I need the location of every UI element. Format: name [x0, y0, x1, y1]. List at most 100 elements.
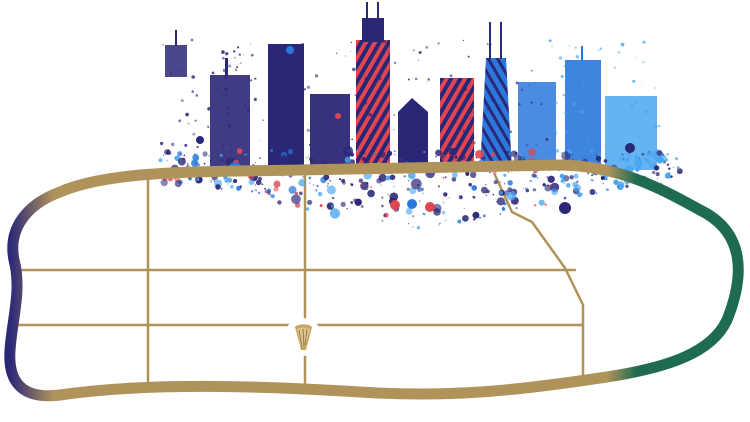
splatter-dot: [221, 50, 225, 54]
splatter-dot: [281, 154, 287, 160]
splatter-blob: [559, 202, 571, 214]
splatter-dot: [472, 196, 474, 198]
splatter-dot: [224, 179, 228, 183]
splatter-dot: [227, 183, 229, 185]
splatter-dot: [346, 207, 349, 210]
splatter-dot: [444, 219, 447, 222]
splatter-dot: [259, 157, 261, 159]
splatter-dot: [247, 108, 251, 112]
splatter-dot: [208, 155, 210, 157]
splatter-dot: [503, 173, 507, 177]
splatter-dot: [222, 93, 225, 95]
splatter-dot: [422, 192, 424, 195]
splatter-dot: [618, 104, 620, 106]
splatter-dot: [544, 203, 547, 206]
splatter-dot: [358, 178, 363, 183]
splatter-dot: [240, 143, 242, 146]
splatter-dot: [379, 152, 383, 156]
splatter-dot: [196, 177, 200, 181]
splatter-dot: [560, 152, 563, 155]
splatter-dot: [292, 93, 295, 95]
splatter-dot: [419, 154, 425, 159]
splatter-dot: [251, 190, 254, 193]
splatter-dot: [316, 185, 319, 187]
splatter-dot: [603, 159, 608, 163]
splatter-dot: [482, 214, 486, 218]
splatter-dot: [191, 159, 199, 167]
splatter-dot: [578, 110, 581, 113]
splatter-dot: [434, 155, 437, 158]
splatter-dot: [503, 154, 506, 157]
splatter-dot: [617, 51, 621, 54]
splatter-dot: [166, 159, 169, 162]
splatter-dot: [486, 108, 488, 111]
splatter-dot: [576, 180, 579, 183]
splatter-dot: [344, 156, 351, 164]
splatter-dot: [226, 177, 233, 183]
splatter-dot: [213, 180, 215, 182]
splatter-dot: [268, 191, 270, 193]
splatter-dot: [462, 129, 465, 133]
splatter-dot: [287, 149, 294, 155]
splatter-dot: [462, 39, 465, 42]
splatter-dot: [518, 103, 521, 106]
splatter-dot: [634, 158, 643, 168]
splatter-dot: [210, 98, 212, 100]
splatter-dot: [288, 185, 297, 194]
splatter-dot: [323, 161, 327, 164]
splatter-dot: [178, 119, 182, 123]
splatter-dot: [469, 111, 472, 114]
splatter-dot: [416, 226, 421, 230]
splatter-dot: [472, 141, 476, 145]
splatter-dot: [254, 184, 257, 186]
splatter-dot: [529, 151, 532, 154]
splatter-dot: [239, 185, 242, 188]
splatter-dot: [383, 214, 386, 217]
splatter-dot: [170, 142, 175, 147]
splatter-dot: [382, 40, 387, 44]
splatter-dot: [220, 187, 223, 190]
splatter-dot: [189, 177, 193, 181]
splatter-dot: [183, 154, 186, 157]
splatter-dot: [645, 135, 648, 138]
splatter-dot: [227, 124, 231, 128]
splatter-dot: [441, 210, 446, 215]
splatter-dot: [315, 140, 316, 142]
splatter-dot: [254, 161, 257, 164]
splatter-dot: [255, 189, 257, 192]
skyline-building: [518, 82, 556, 170]
splatter-dot: [454, 155, 458, 159]
splatter-dot: [275, 114, 277, 116]
splatter-dot: [286, 160, 289, 163]
splatter-dot: [163, 154, 165, 156]
splatter-dot: [277, 200, 282, 205]
splatter-dot: [225, 94, 228, 97]
splatter-dot: [303, 88, 306, 91]
splatter-dot: [573, 184, 581, 192]
splatter-dot: [418, 51, 422, 54]
splatter-dot: [361, 183, 363, 186]
splatter-dot: [467, 55, 470, 58]
splatter-dot: [276, 55, 278, 56]
splatter-dot: [269, 109, 273, 112]
splatter-dot: [619, 98, 621, 100]
splatter-dot: [342, 158, 345, 161]
splatter-dot: [545, 138, 549, 141]
skyline-building: [565, 60, 601, 170]
splatter-dot: [492, 171, 497, 175]
splatter-dot: [327, 183, 329, 185]
splatter-dot: [364, 45, 366, 47]
splatter-dot: [342, 181, 346, 185]
splatter-dot: [215, 184, 221, 190]
splatter-dot: [443, 192, 448, 197]
splatter-dot: [298, 105, 300, 107]
splatter-dot: [499, 181, 502, 184]
splatter-dot: [295, 129, 298, 132]
splatter-dot: [587, 139, 590, 142]
splatter-dot: [423, 150, 426, 154]
splatter-dot: [437, 185, 440, 188]
splatter-dot: [248, 179, 255, 185]
skyline-building: [175, 30, 177, 46]
splatter-dot: [473, 218, 476, 221]
splatter-dot: [350, 201, 354, 204]
